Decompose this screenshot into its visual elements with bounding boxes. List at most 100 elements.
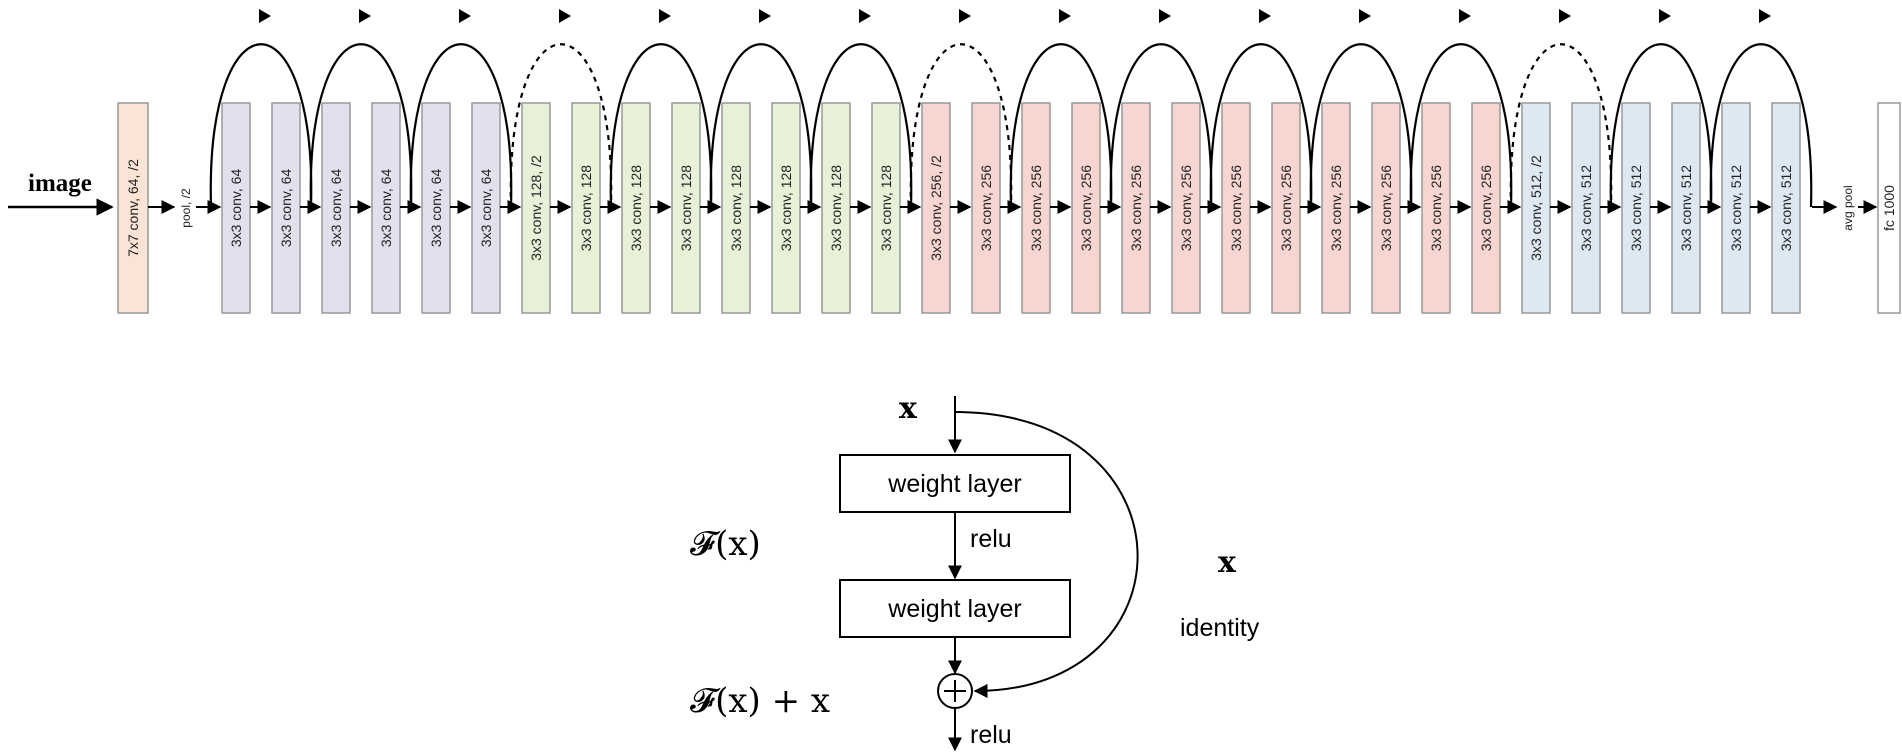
conv-layer-block: 3x3 conv, 128 [871, 102, 901, 314]
input-image-label: image [28, 170, 92, 197]
identity-shortcut-arc [809, 43, 913, 208]
conv-layer-label: 3x3 conv, 256 [1328, 165, 1344, 251]
shortcut-arrowhead-icon [1459, 9, 1471, 23]
conv-layer-block: 3x3 conv, 256 [1071, 102, 1101, 314]
conv-layer-label: 3x3 conv, 256 [1378, 165, 1394, 251]
conv-layer-label: 3x3 conv, 256 [1478, 165, 1494, 251]
conv-layer-label: 3x3 conv, 64 [328, 169, 344, 248]
conv-layer [1771, 102, 1801, 314]
block-input-x: x [899, 391, 918, 426]
conv-layer [1621, 102, 1651, 314]
shortcut-arrowhead-icon [459, 9, 471, 23]
conv-layer-label: 3x3 conv, 128 [778, 165, 794, 251]
conv-layer-label: 3x3 conv, 256, /2 [928, 155, 944, 261]
shortcut-arrowhead-icon [1359, 9, 1371, 23]
identity-shortcut-arc [1309, 43, 1413, 208]
identity-shortcut-arc [1409, 43, 1513, 208]
conv-layer [271, 102, 301, 314]
conv-layer-block: 3x3 conv, 512 [1571, 102, 1601, 314]
conv-layer [471, 102, 501, 314]
conv-layer-block: 3x3 conv, 256 [1171, 102, 1201, 314]
conv-layer-label: 3x3 conv, 256 [978, 165, 994, 251]
conv-layer-label: 3x3 conv, 64 [378, 169, 394, 248]
conv-layer-block: 3x3 conv, 128 [671, 102, 701, 314]
conv-layer-label: 3x3 conv, 128 [728, 165, 744, 251]
fc-label: fc 1000 [1881, 185, 1897, 231]
conv-layer-label: 3x3 conv, 256 [1278, 165, 1294, 251]
conv-layers-group: 3x3 conv, 64 3x3 conv, 64 3x3 conv, 64 3x3 … [221, 102, 1801, 314]
relu-2-label: relu [970, 721, 1012, 749]
shortcut-arrowhead-icon [659, 9, 671, 23]
projection-shortcut-arc [509, 43, 613, 208]
identity-shortcut-arc [1209, 43, 1313, 208]
identity-shortcut-arc [409, 43, 513, 208]
weight-layer-1-box [839, 454, 1071, 513]
stem-conv-label: 7x7 conv, 64, /2 [125, 159, 141, 257]
conv-layer [1421, 102, 1451, 314]
conv-layer-block: 3x3 conv, 64 [321, 102, 351, 314]
weight-layer-2-box [839, 579, 1071, 638]
conv-layer [1471, 102, 1501, 314]
conv-layer-label: 3x3 conv, 128 [878, 165, 894, 251]
conv-layer-label: 3x3 conv, 512 [1578, 165, 1594, 251]
conv-layer [1271, 102, 1301, 314]
conv-layer-block: 3x3 conv, 64 [371, 102, 401, 314]
pool-label: pool, /2 [179, 188, 193, 228]
identity-shortcut-arc [1109, 43, 1213, 208]
conv-layer-label: 3x3 conv, 64 [428, 169, 444, 248]
weight-layer-1-label: weight layer [887, 470, 1021, 498]
weight-layer-2-label: weight layer [887, 595, 1021, 623]
shortcut-arrowhead-icon [1759, 9, 1771, 23]
identity-shortcut-arc [1609, 43, 1713, 208]
conv-layer [1321, 102, 1351, 314]
conv-layer-label: 3x3 conv, 64 [228, 169, 244, 248]
conv-layer [1121, 102, 1151, 314]
projection-shortcut-arc [909, 43, 1013, 208]
conv-layer-label: 3x3 conv, 64 [278, 169, 294, 248]
conv-layer-label: 3x3 conv, 512 [1678, 165, 1694, 251]
conv-layer-block: 3x3 conv, 256 [1121, 102, 1151, 314]
identity-shortcut-arc [609, 43, 713, 208]
conv-layer-label: 3x3 conv, 512 [1778, 165, 1794, 251]
conv-layer-label: 3x3 conv, 512, /2 [1528, 155, 1544, 261]
identity-label: identity [1180, 614, 1260, 642]
conv-layer-block: 3x3 conv, 128, /2 [521, 102, 551, 314]
conv-layer-block: 3x3 conv, 256 [1471, 102, 1501, 314]
shortcut-arrowhead-icon [1059, 9, 1071, 23]
conv-layer-block: 3x3 conv, 128 [721, 102, 751, 314]
conv-layer-block: 3x3 conv, 512, /2 [1521, 102, 1551, 314]
relu-1-label: relu [970, 525, 1012, 553]
shortcut-arrowhead-icon [1559, 9, 1571, 23]
shortcut-arrowhead-icon [859, 9, 871, 23]
identity-shortcut-arc [1009, 43, 1113, 208]
conv-layer-label: 3x3 conv, 128, /2 [528, 155, 544, 261]
conv-layer [371, 102, 401, 314]
conv-layer-block: 3x3 conv, 512 [1771, 102, 1801, 314]
shortcut-arrowhead-icon [559, 9, 571, 23]
identity-shortcut-arc [1709, 43, 1813, 208]
projection-shortcut-arc [1509, 43, 1613, 208]
conv-layer-block: 3x3 conv, 256 [1421, 102, 1451, 314]
conv-layer [771, 102, 801, 314]
conv-layer-block: 3x3 conv, 128 [571, 102, 601, 314]
conv-layer-block: 3x3 conv, 64 [421, 102, 451, 314]
conv-layer [1671, 102, 1701, 314]
conv-layer-block: 3x3 conv, 64 [271, 102, 301, 314]
shortcut-arrowhead-icon [259, 9, 271, 23]
conv-layer-block: 3x3 conv, 256 [1371, 102, 1401, 314]
conv-layer-label: 3x3 conv, 128 [578, 165, 594, 251]
conv-layer-block: 3x3 conv, 512 [1721, 102, 1751, 314]
identity-shortcut-arc [209, 43, 313, 208]
conv-layer [571, 102, 601, 314]
conv-layer-label: 3x3 conv, 256 [1178, 165, 1194, 251]
conv-layer-label: 3x3 conv, 512 [1728, 165, 1744, 251]
conv-layer [1171, 102, 1201, 314]
conv-layer-block: 3x3 conv, 256 [1021, 102, 1051, 314]
conv-layer [1221, 102, 1251, 314]
residual-function-label: 𝓕(x) [690, 524, 761, 564]
conv-layer [1571, 102, 1601, 314]
conv-layer-label: 3x3 conv, 512 [1628, 165, 1644, 251]
fc-layer [1877, 102, 1901, 314]
conv-layer-block: 3x3 conv, 128 [821, 102, 851, 314]
